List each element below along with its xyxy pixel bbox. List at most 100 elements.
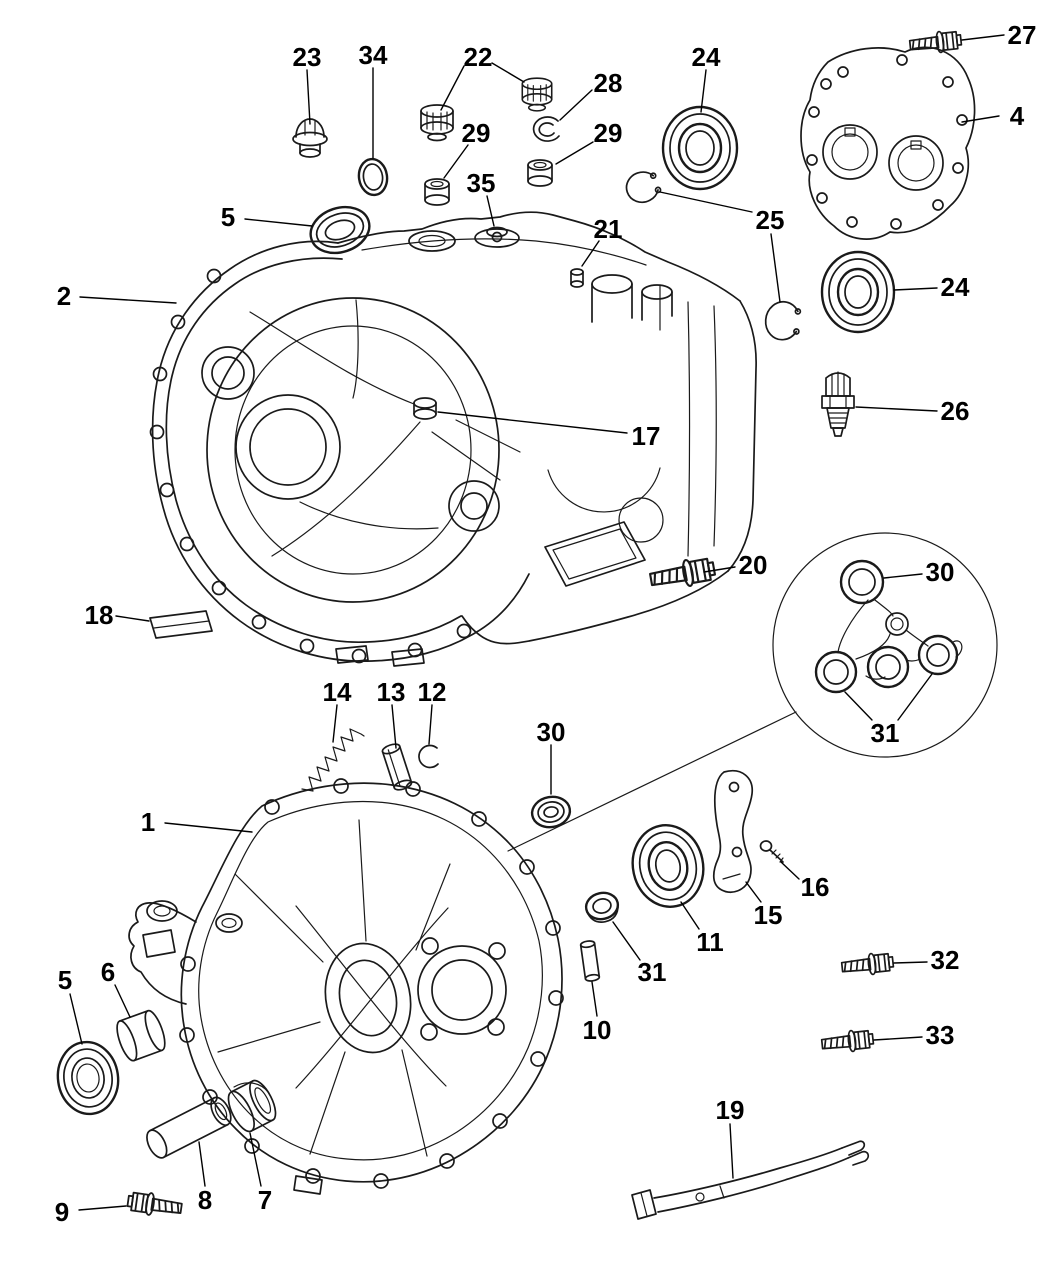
part-25-snap-ring-b (764, 300, 802, 341)
callout-label-29b: 29 (594, 118, 623, 148)
callout-leader-28 (559, 89, 593, 121)
callout-leader-27 (961, 34, 1005, 41)
part-9-bolt (125, 1189, 184, 1221)
callout-leader-5a (244, 218, 313, 227)
part-22-vent-cap-a (420, 104, 454, 142)
callout-label-2: 2 (57, 281, 71, 311)
part-23-plug (292, 118, 328, 158)
callout-leader-29b (555, 141, 594, 165)
callout-label-15: 15 (754, 900, 783, 930)
callout-label-6: 6 (101, 957, 115, 987)
part-17-dowel (413, 397, 437, 420)
callout-label-27: 27 (1008, 20, 1037, 50)
callout-leader-31a (844, 691, 873, 721)
callout-label-5a: 5 (221, 202, 235, 232)
callout-leader-25-1 (770, 233, 781, 303)
part-33-bolt (820, 1027, 875, 1056)
part-18-tag (149, 610, 213, 639)
callout-leader-33 (873, 1036, 923, 1041)
callout-label-28: 28 (594, 68, 623, 98)
callout-leader-6 (114, 984, 131, 1018)
callout-label-8: 8 (198, 1185, 212, 1215)
callout-leader-35 (486, 195, 495, 227)
callout-label-17: 17 (632, 421, 661, 451)
callout-leader-16 (780, 861, 800, 880)
callout-label-26: 26 (941, 396, 970, 426)
callout-leader-15 (745, 881, 762, 903)
part-24-bearing-b (820, 250, 896, 334)
callout-leader-8 (198, 1141, 206, 1187)
callout-leader-1 (164, 822, 253, 833)
callout-label-14: 14 (323, 677, 352, 707)
callout-leader-7 (249, 1132, 262, 1187)
callout-leader-14 (332, 704, 338, 743)
part-16-screw (759, 840, 784, 863)
callout-label-7: 7 (258, 1185, 272, 1215)
part-12-snap-ring (418, 744, 439, 769)
part-21-stud (570, 268, 584, 288)
part-10-pin (579, 940, 601, 982)
part-24-bearing-a (661, 105, 739, 191)
callout-leader-9 (78, 1205, 127, 1211)
part-15-retainer (712, 770, 753, 893)
callout-leader-13 (391, 704, 397, 749)
callout-label-33: 33 (926, 1020, 955, 1050)
callout-leader-17 (437, 411, 628, 434)
callout-leader-25 (659, 191, 753, 213)
callout-label-20: 20 (739, 550, 768, 580)
callout-label-13: 13 (377, 677, 406, 707)
part-26-switch (821, 371, 855, 437)
callout-label-4: 4 (1010, 101, 1025, 131)
callout-leader-22-1 (491, 62, 525, 83)
callout-label-10: 10 (583, 1015, 612, 1045)
callout-leader-23 (306, 69, 311, 125)
callout-label-22: 22 (464, 42, 493, 72)
part-25-snap-ring-a (625, 171, 662, 204)
part-14-spring (301, 728, 365, 792)
part-22-vent-cap-b (521, 77, 553, 112)
callout-label-25: 25 (756, 205, 785, 235)
callout-label-30a: 30 (926, 557, 955, 587)
callout-label-31b: 31 (638, 957, 667, 987)
callout-leader-2 (79, 296, 177, 304)
part-28-snap-ring (532, 116, 560, 142)
part-30-seal-b (530, 795, 572, 829)
part-31-gasket-rings (814, 599, 963, 694)
part-34-o-ring (357, 157, 389, 197)
callout-label-19: 19 (716, 1095, 745, 1125)
part-6-bushing (116, 1009, 166, 1062)
part-5-seal-b (56, 1040, 120, 1116)
callout-label-35: 35 (467, 168, 496, 198)
callout-leader-22 (440, 65, 465, 111)
part-4-end-cover (800, 46, 976, 240)
callout-leader-26 (855, 406, 938, 412)
gasket-detail-circle (507, 532, 998, 852)
part-32-bolt (840, 950, 895, 979)
callout-label-11: 11 (696, 927, 724, 957)
part-8-tube (146, 1096, 232, 1159)
callout-leader-31b (612, 921, 641, 961)
callout-leader-12 (428, 704, 433, 745)
callout-label-12: 12 (418, 677, 447, 707)
callout-leader-5b (69, 993, 83, 1045)
callout-leader-21 (581, 240, 600, 267)
callout-label-30b: 30 (537, 717, 566, 747)
part-31-bushing (584, 891, 620, 923)
callout-label-21: 21 (594, 214, 623, 244)
callout-label-5b: 5 (58, 965, 72, 995)
callout-leader-32 (893, 961, 928, 964)
callout-label-31a: 31 (871, 718, 900, 748)
callout-leader-20 (703, 566, 736, 573)
callout-label-18: 18 (85, 600, 114, 630)
callout-label-9: 9 (55, 1197, 69, 1227)
part-5-seal-a (309, 205, 371, 255)
callout-label-29a: 29 (462, 118, 491, 148)
callout-label-24b: 24 (941, 272, 970, 302)
part-30-seal-ring-detail (839, 559, 885, 605)
callout-leader-19 (729, 1123, 734, 1179)
callout-leader-30a (883, 573, 923, 579)
callout-leader-31a-1 (897, 673, 933, 721)
part-2-transaxle-case (149, 211, 757, 667)
callout-leader-18 (115, 615, 150, 622)
